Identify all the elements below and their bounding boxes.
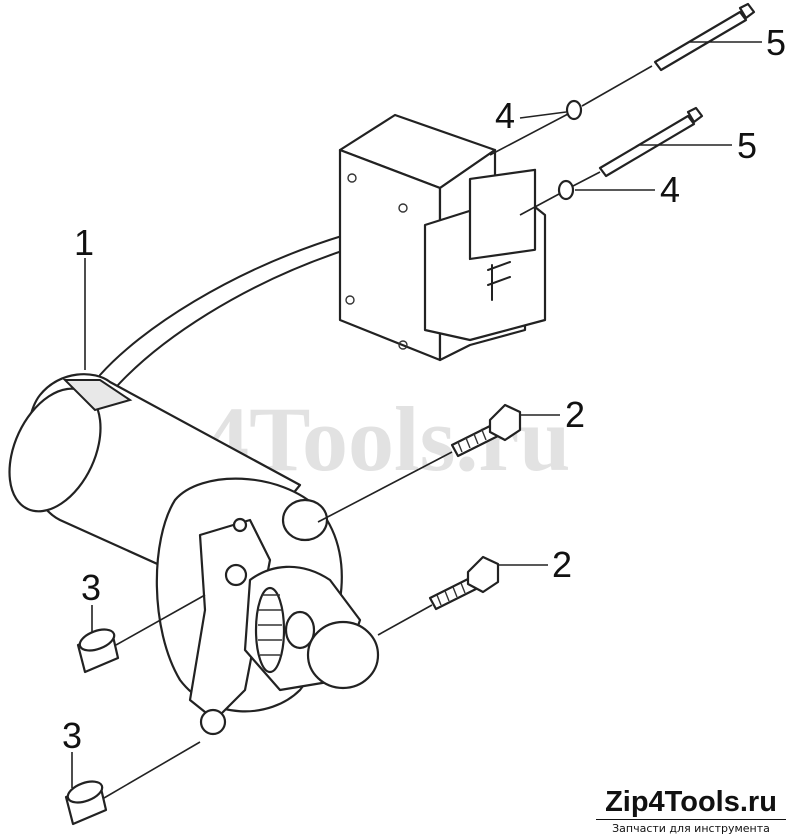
washer-upper bbox=[565, 99, 583, 121]
axis-bushing-lower bbox=[103, 741, 201, 799]
brand-logo: Zip4Tools.ru Запчасти для инструмента bbox=[596, 786, 786, 836]
callout-4-upper: 4 bbox=[495, 95, 515, 136]
axis-screw-upper-box bbox=[489, 113, 569, 156]
callout-3-lower: 3 bbox=[62, 715, 82, 756]
callout-5-lower: 5 bbox=[737, 125, 757, 166]
axis-screw-lower bbox=[572, 171, 601, 187]
axis-bolt-upper bbox=[317, 451, 453, 523]
axis-screw-upper bbox=[581, 65, 653, 107]
callout-2-upper: 2 bbox=[565, 394, 585, 435]
axis-bolt-lower bbox=[377, 604, 433, 636]
bushing-upper bbox=[76, 628, 120, 674]
bolt-upper bbox=[450, 403, 522, 458]
callout-1: 1 bbox=[74, 222, 94, 263]
starter-motor bbox=[8, 373, 380, 736]
cable-outer bbox=[117, 249, 346, 386]
axis-screw-lower-box bbox=[519, 193, 560, 216]
axis-bushing-upper bbox=[115, 594, 206, 646]
brand-tagline: Запчасти для инструмента bbox=[596, 819, 786, 836]
solenoid-box bbox=[338, 113, 547, 362]
cable bbox=[99, 234, 346, 376]
bushing-lower bbox=[64, 780, 108, 826]
callout-3-upper: 3 bbox=[81, 567, 101, 608]
long-screw-lower bbox=[598, 106, 704, 178]
washer-lower bbox=[557, 179, 575, 201]
bolt-lower bbox=[428, 555, 500, 611]
callout-5-upper: 5 bbox=[766, 22, 786, 63]
callout-2-lower: 2 bbox=[552, 544, 572, 585]
leader-4a bbox=[519, 111, 567, 119]
long-screw-upper bbox=[653, 2, 756, 72]
brand-name: Zip4Tools.ru bbox=[605, 786, 777, 818]
callout-4-lower: 4 bbox=[660, 169, 680, 210]
